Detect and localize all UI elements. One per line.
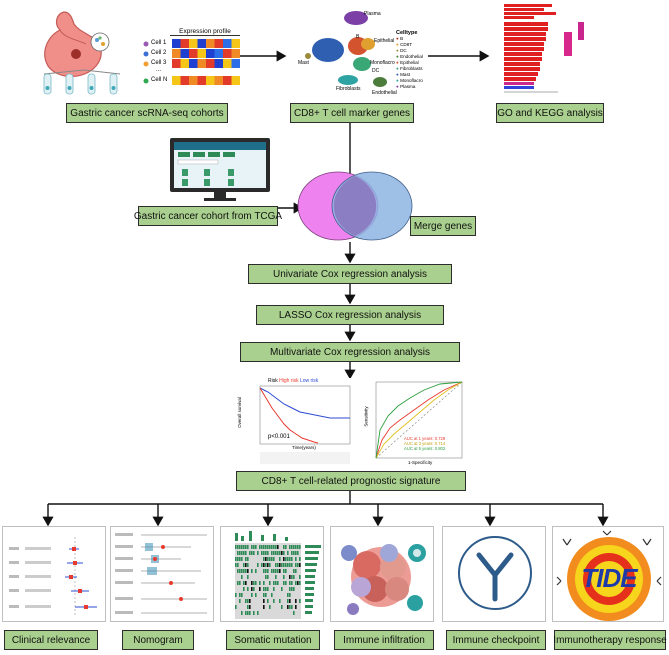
roc-curve-1y: [375, 381, 463, 459]
legend-item: ● Epithelial: [396, 60, 419, 65]
expression-profile: Expression profile Cell 1 Cell 2 Cell 3 …: [142, 28, 242, 100]
forest-plot-panel: [2, 526, 106, 622]
tumor-icon: [71, 49, 81, 59]
legend-item: ● Fibroblasts: [396, 66, 423, 71]
roc-curve-5y: [375, 381, 463, 459]
umap-legend-title: Celltype: [396, 30, 418, 36]
km-survival-plot: Risk High risk Low risk p<0.001 Overall …: [236, 378, 354, 466]
legend-item: ● B: [396, 36, 404, 41]
go-kegg-barplot: [492, 2, 592, 100]
roc-plot: AUC at 1 years: 0.728 AUC at 3 years: 0.…: [364, 380, 464, 468]
test-tubes-icon: [43, 73, 118, 95]
cell-row-label: Cell N: [151, 77, 168, 83]
km-xlabel: Time(years): [292, 445, 316, 450]
box-somatic-mutation: Somatic mutation: [226, 630, 320, 650]
box-univariate-cox: Univariate Cox regression analysis: [248, 264, 452, 284]
km-low-risk-curve: [259, 387, 350, 419]
cell-row-label: Cell 1: [151, 40, 167, 46]
tide-logo-text: TIDE: [581, 563, 637, 593]
km-legend: Risk High risk Low risk: [268, 378, 319, 384]
tcga-monitor: [170, 138, 270, 201]
umap-legend: Celltype ● B ● CD8T ● DC ● Endothelial ●…: [396, 30, 430, 90]
box-immune-checkpoint: Immune checkpoint: [446, 630, 546, 650]
box-nomogram: Nomogram: [122, 630, 194, 650]
box-immunotherapy-response: Immunotherapy response: [553, 630, 667, 650]
venn-diagram: [297, 171, 413, 241]
legend-item: ● DC: [396, 48, 407, 53]
box-scrna-cohorts: Gastric cancer scRNA-seq cohorts: [66, 103, 228, 123]
cluster-label: Monoflacro: [370, 60, 395, 66]
box-merge-genes: Merge genes: [410, 216, 476, 236]
box-marker-genes: CD8+ T cell marker genes: [290, 103, 414, 123]
roc-xlabel: 1-Specificity: [408, 460, 433, 465]
go-bars: [504, 4, 556, 81]
expression-heatmap: [172, 39, 240, 85]
cluster-label: Plasma: [364, 11, 381, 17]
box-immune-infiltration: Immune infiltration: [334, 630, 434, 650]
box-go-kegg: GO and KEGG analysis: [496, 103, 604, 123]
box-multivariate-cox: Multivariate Cox regression analysis: [240, 342, 460, 362]
nomogram-panel: [110, 526, 214, 622]
umap-clusters: [305, 11, 387, 87]
immune-infiltration-panel: [330, 526, 434, 622]
box-clinical-relevance: Clinical relevance: [4, 630, 98, 650]
stomach-illustration: [43, 11, 121, 95]
oncoplot-panel: [220, 526, 324, 622]
cluster-label: Mast: [298, 60, 309, 66]
box-prognostic-signature: CD8+ T cell-related prognostic signature: [236, 471, 466, 491]
legend-item: ● Mast: [396, 72, 411, 77]
cell-row-label: Cell 2: [151, 50, 167, 56]
box-tcga-cohort: Gastric cancer cohort from TCGA: [134, 206, 282, 226]
expression-profile-title: Expression profile: [170, 28, 240, 36]
immunotherapy-panel: TIDE: [552, 526, 664, 622]
antibody-icon: [476, 552, 514, 602]
box-lasso-cox: LASSO Cox regression analysis: [256, 305, 444, 325]
cell-row-ellipsis: ...: [156, 67, 162, 73]
immune-checkpoint-panel: [442, 526, 546, 622]
roc-curve-3y: [375, 381, 463, 459]
cluster-label: DC: [372, 68, 380, 74]
cluster-label: Epithelial: [374, 38, 395, 44]
cluster-label: Endothelial: [372, 90, 397, 96]
legend-item: ● CD8T: [396, 42, 413, 47]
umap-plot: Plasma B Epithelial Mast Fibroblasts End…: [288, 4, 428, 100]
legend-item: ● Plasma: [396, 84, 416, 89]
cluster-label: B: [356, 34, 360, 40]
cell-row-label: Cell 3: [151, 60, 167, 66]
cell-zoom-icon: [90, 32, 110, 52]
legend-item: ● Monoflacro: [396, 78, 423, 83]
km-ylabel: Overall survival: [236, 397, 242, 428]
km-high-risk-curve: [259, 387, 319, 444]
roc-legend: AUC at 1 years: 0.728 AUC at 3 years: 0.…: [404, 436, 446, 451]
roc-ylabel: Sensitivity: [363, 406, 369, 427]
cluster-label: Fibroblasts: [336, 86, 361, 92]
legend-item: ● Endothelial: [396, 54, 423, 59]
km-pvalue: p<0.001: [268, 434, 290, 440]
